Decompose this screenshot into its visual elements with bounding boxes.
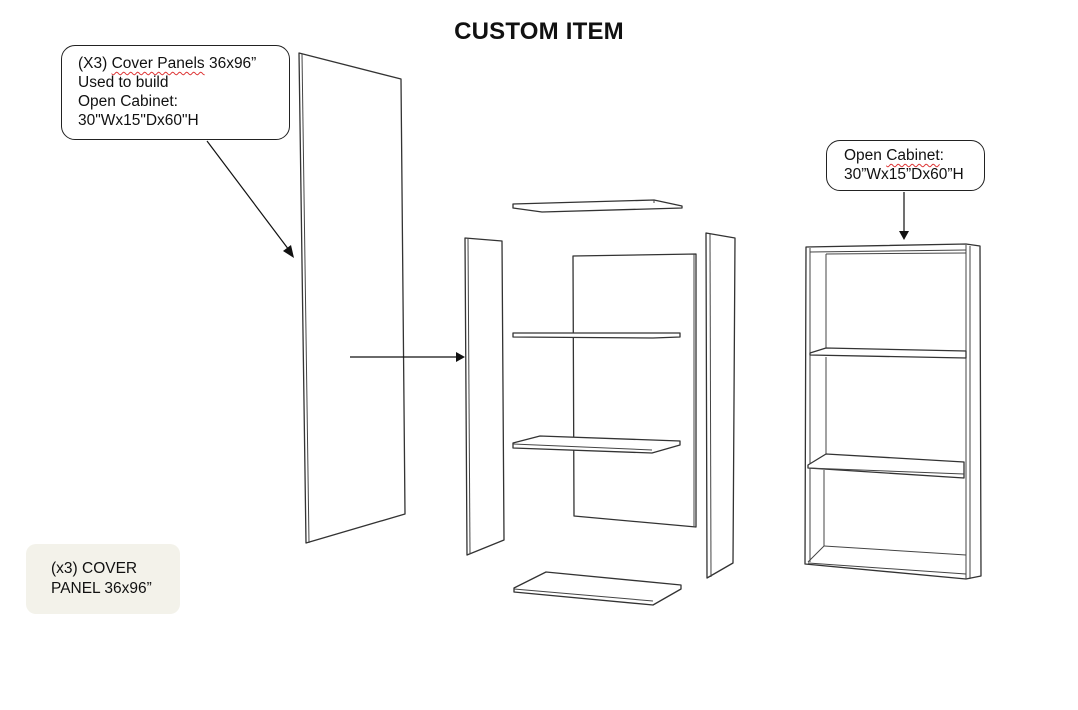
callout-cover-panels-line2: Used to build: [78, 74, 169, 91]
callout-cover-panels-line4: 30"Wx15"Dx60"H: [78, 112, 199, 129]
callout-cover-panels: (X3) Cover Panels 36x96” Used to build O…: [61, 45, 290, 140]
left-side-panel: [464, 237, 505, 556]
callout-arrow-open-cabinet: [899, 192, 909, 240]
note-line2: PANEL 36x96”: [51, 580, 152, 597]
arrow-to-side-panel: [350, 352, 465, 362]
page-title: CUSTOM ITEM: [454, 18, 624, 45]
spellcheck-underlined-text: Cover Panels: [111, 55, 205, 72]
callout-arrow-cover-panel: [206, 140, 294, 258]
back-panel: [572, 253, 697, 528]
callout-open-cabinet-line2: 30”Wx15”Dx60”H: [844, 166, 964, 183]
callout-open-cabinet: Open Cabinet: 30”Wx15”Dx60”H: [826, 140, 985, 191]
top-panel: [512, 199, 683, 213]
callout-open-cabinet-line1: Open Cabinet:: [844, 147, 944, 164]
right-side-panel: [705, 232, 736, 579]
cover-panel-note: (x3) COVER PANEL 36x96”: [26, 544, 180, 614]
bottom-panel: [513, 571, 682, 606]
assembled-cabinet: [804, 243, 982, 580]
shelf-lower: [512, 435, 681, 454]
callout-cover-panels-line3: Open Cabinet:: [78, 93, 178, 110]
spellcheck-underlined-text: Cabinet: [886, 147, 940, 164]
callout-cover-panels-line1: (X3) Cover Panels 36x96”: [78, 55, 257, 72]
note-line1: (x3) COVER: [51, 560, 138, 577]
shelf-upper: [512, 332, 681, 339]
cover-panel: [298, 52, 406, 544]
